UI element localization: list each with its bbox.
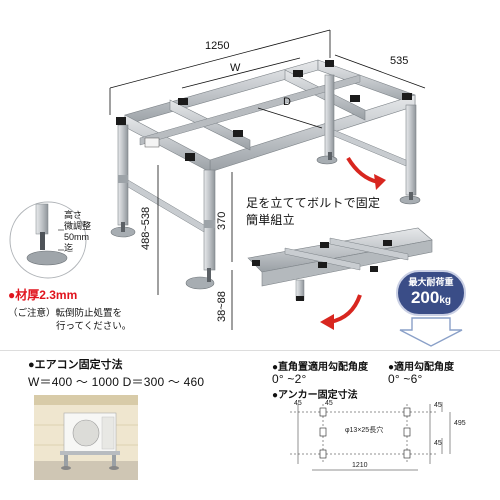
material-thickness: ●材厚2.3mm	[8, 288, 78, 302]
height-note-line: 高さ	[64, 210, 83, 220]
dim-overall-width: 1250	[205, 40, 230, 52]
dim-d: D	[283, 96, 291, 108]
section-divider	[0, 350, 500, 351]
angle-fit-title: ●適用勾配角度	[388, 362, 455, 373]
height-note-line: 50mm	[64, 232, 90, 242]
anchor-dim-right-total: 495	[454, 420, 466, 427]
anchor-dim-right-top: 45	[434, 402, 442, 409]
down-arrow	[399, 317, 463, 347]
dim-height-range: 488~538	[140, 206, 152, 250]
angle-right-value: 0° ~2°	[272, 372, 307, 386]
anchor-title: ●アンカー固定寸法	[272, 390, 358, 401]
height-detail-inset	[9, 201, 87, 279]
caution-line-2: 行ってください。	[56, 321, 132, 332]
angle-right-title: ●直角置適用勾配角度	[272, 362, 369, 373]
anchor-dim-bottom: 1210	[352, 462, 368, 469]
anchor-diagram	[290, 402, 451, 471]
anchor-dim-top-mid: 45	[325, 400, 333, 407]
install-photo	[34, 395, 138, 480]
dim-foot-range: 38~88	[216, 291, 228, 322]
max-load-unit: kg	[439, 295, 452, 306]
max-load-number: 200	[410, 288, 440, 307]
assembly-text: 足を立ててボルトで固定 簡単組立	[246, 194, 380, 228]
anchor-hole-spec: φ13×25長穴	[345, 427, 384, 434]
dimension-lines	[109, 29, 426, 330]
rotate-arrow-lower	[329, 294, 362, 324]
anchor-dim-right-mid: 45	[434, 440, 442, 447]
max-load-label: 最大耐荷重	[408, 277, 454, 287]
max-load-value: 200kg	[398, 288, 464, 311]
caution-line-1: （ご注意）転倒防止処置を	[8, 308, 123, 319]
aircon-spec-body: W＝400 ～ 1000 D＝300 ～ 460	[28, 375, 205, 389]
assembly-line-1: 足を立ててボルトで固定	[246, 196, 381, 210]
rotate-arrow-upper	[346, 156, 379, 184]
caution-note: （ご注意）転倒防止処置を 行ってください。	[8, 307, 131, 333]
max-load-badge: 最大耐荷重 200kg	[396, 270, 466, 316]
stand-folded	[247, 227, 433, 301]
stand-large	[110, 59, 421, 290]
dim-frame-height: 370	[216, 211, 228, 230]
anchor-dim-top-left: 45	[294, 400, 302, 407]
product-illustration	[9, 29, 463, 347]
assembly-line-2: 簡単組立	[246, 213, 295, 227]
height-note-line: 迄	[64, 243, 74, 253]
height-note: 高さ 微調整 50mm 迄	[64, 210, 91, 254]
height-note-line: 微調整	[64, 221, 92, 231]
angle-fit-value: 0° ~6°	[388, 372, 423, 386]
dim-overall-depth: 535	[390, 55, 409, 67]
dim-w: W	[230, 62, 241, 74]
aircon-spec-title: ●エアコン固定寸法	[28, 359, 123, 371]
